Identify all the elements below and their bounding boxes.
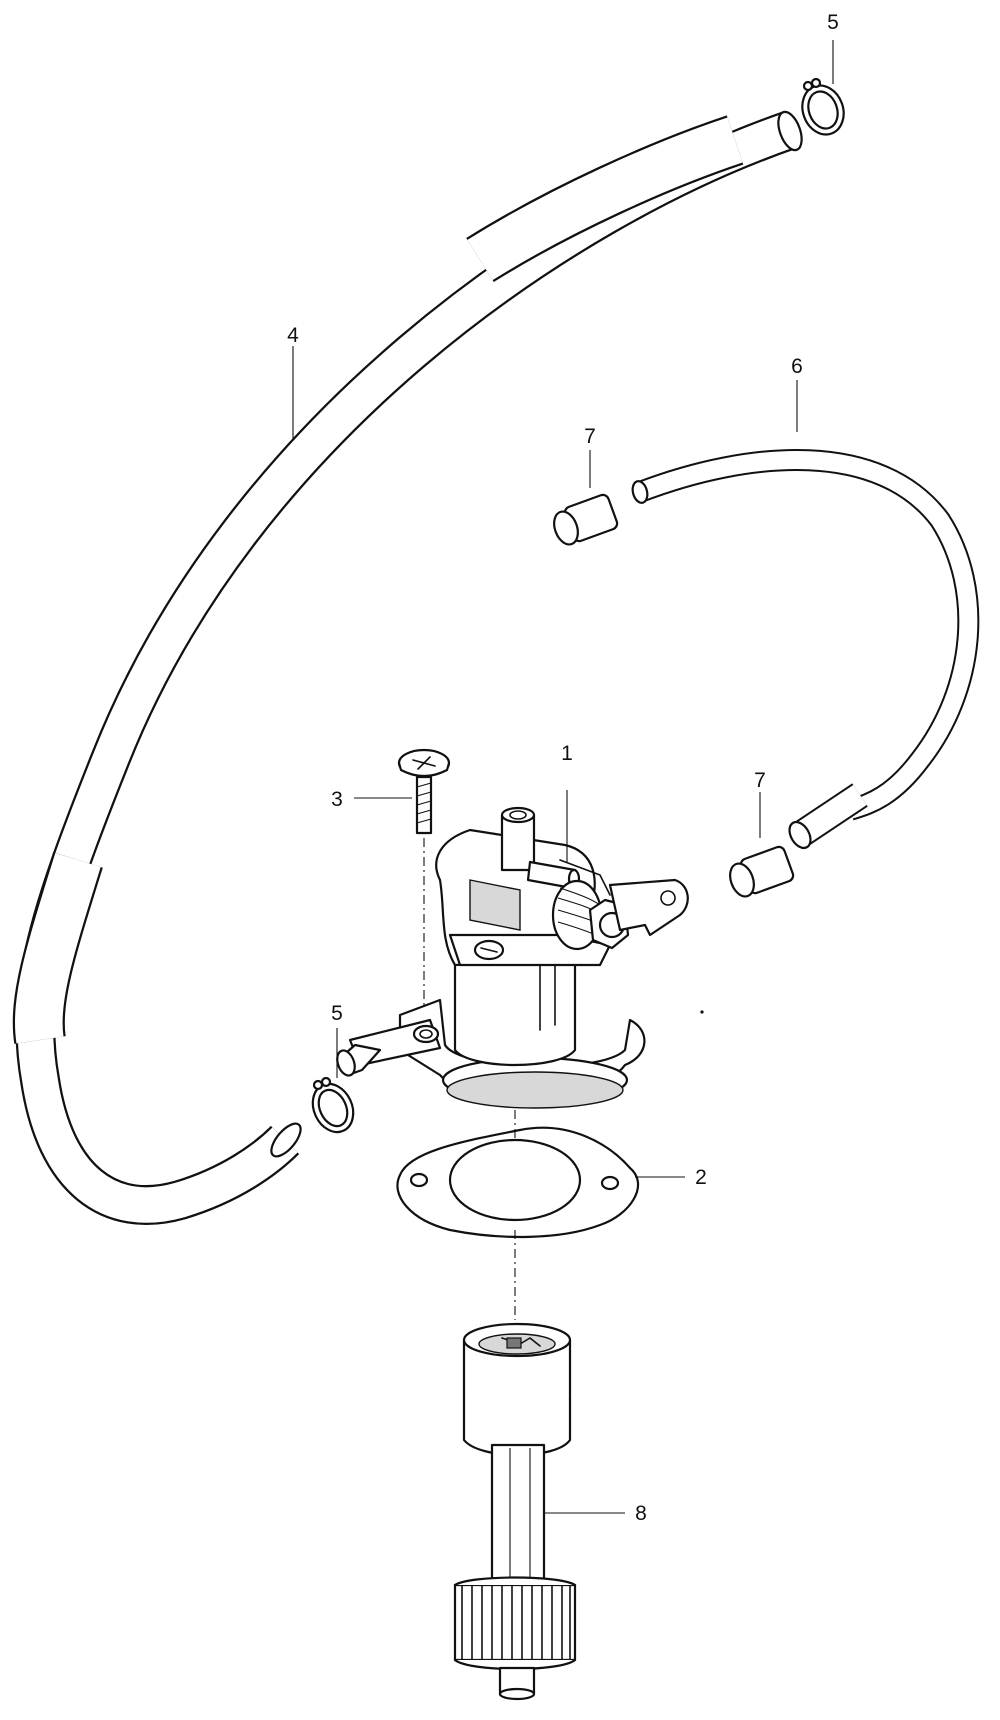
callout-label-4: 4 [287, 324, 299, 347]
callout-label-3: 3 [331, 788, 343, 811]
callout-label-6: 6 [791, 355, 803, 378]
part-2-gasket [396, 1110, 685, 1320]
callout-label-7-upper: 7 [584, 425, 596, 448]
part-8-drive-shaft [453, 1322, 625, 1701]
part-1-fuel-pump [336, 790, 689, 1109]
part-4-fuel-hose [12, 110, 803, 1225]
part-7-collar-upper [553, 450, 619, 546]
callout-label-2: 2 [695, 1166, 707, 1189]
part-6-small-hose [631, 380, 980, 850]
callout-label-5-upper: 5 [827, 11, 839, 34]
callout-label-1: 1 [561, 742, 573, 765]
callout-label-5-lower: 5 [331, 1002, 343, 1025]
part-7-collar-lower [729, 792, 795, 898]
part-5-clip-upper [801, 40, 845, 136]
stray-dot [700, 1010, 704, 1014]
callout-label-8: 8 [635, 1502, 647, 1525]
callout-label-7-lower: 7 [754, 769, 766, 792]
part-3-screw [354, 748, 451, 1020]
part-5-clip-lower [311, 1028, 355, 1134]
